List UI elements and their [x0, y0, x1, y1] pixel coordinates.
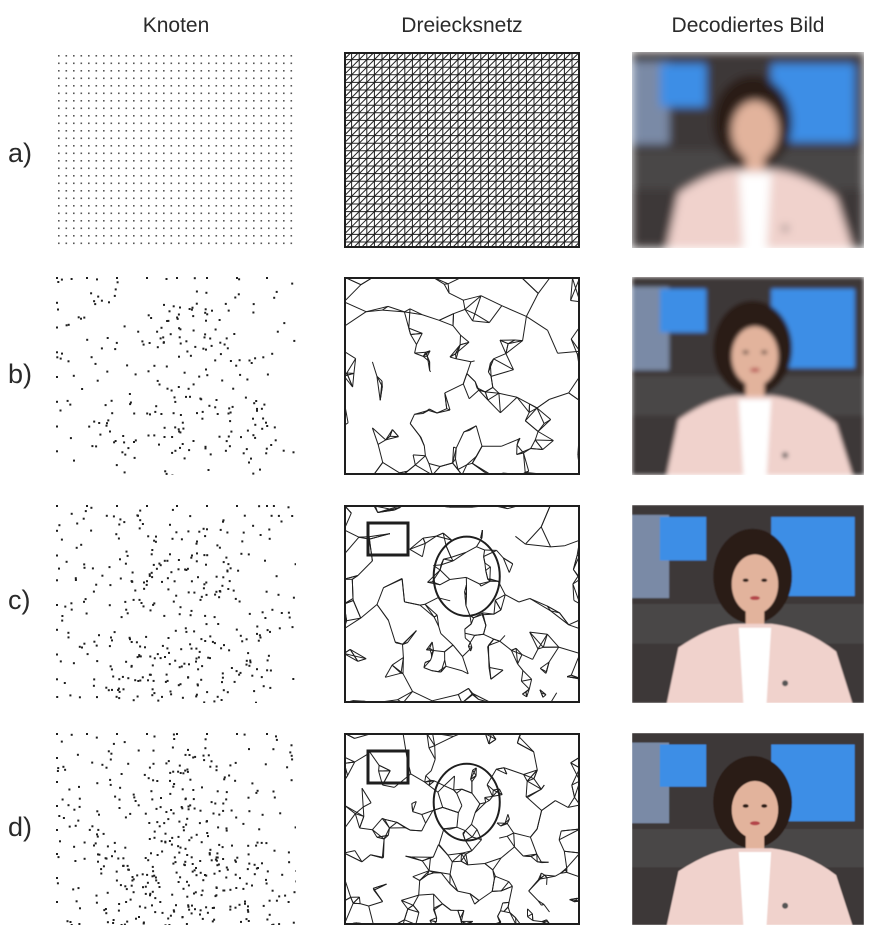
header-knoten: Knoten	[142, 14, 210, 37]
decoded-image-panel-b	[632, 277, 864, 475]
knoten-panel-b	[56, 277, 296, 475]
header-decodiertes-bild: Decodiertes Bild	[671, 14, 825, 37]
header-dreiecksnetz: Dreiecksnetz	[401, 14, 523, 37]
decoded-image-panel-c	[632, 505, 864, 703]
row-label-a: a)	[8, 138, 33, 168]
row-label-c: c)	[8, 585, 31, 615]
dreiecksnetz-panel-d	[344, 733, 580, 925]
row-label-b: b)	[8, 359, 33, 389]
decoded-image-panel-d	[632, 733, 864, 925]
knoten-panel-c	[56, 505, 296, 703]
row-label-d: d)	[8, 812, 33, 842]
dreiecksnetz-panel-b	[344, 277, 580, 475]
decoded-image-panel-a	[632, 52, 864, 248]
dreiecksnetz-panel-a	[344, 52, 580, 248]
dreiecksnetz-panel-c	[344, 505, 580, 703]
knoten-panel-a	[56, 52, 296, 248]
knoten-panel-d	[56, 733, 296, 925]
